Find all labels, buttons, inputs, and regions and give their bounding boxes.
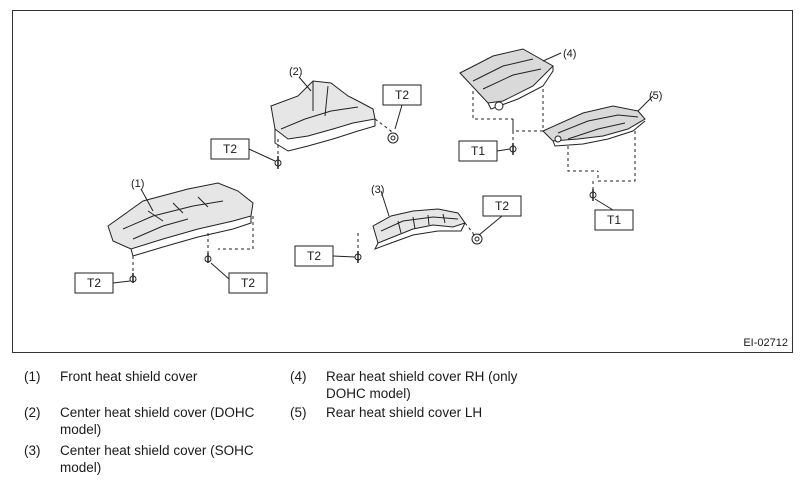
callout-3: (3)	[371, 184, 384, 196]
center-heat-shield-cover-dohc	[270, 80, 399, 169]
legend-text: Rear heat shield cover LH	[326, 405, 483, 420]
legend-number: (4)	[290, 369, 307, 384]
callout-leaders	[140, 52, 654, 217]
torque-boxes	[74, 84, 634, 294]
diagram-frame: (1) (2) (3) (4) (5) T2 T2	[12, 10, 793, 353]
torque-label-t2-sohc-left: T2	[307, 249, 321, 263]
callout-5: (5)	[649, 90, 662, 102]
legend-text: Front heat shield cover	[60, 369, 198, 384]
torque-label-t2-sohc-right: T2	[495, 199, 509, 213]
legend-text: Center heat shield cover (DOHC model)	[60, 405, 255, 437]
legend-item-2: (2) Center heat shield cover (DOHC model…	[24, 404, 284, 440]
legend-number: (3)	[24, 443, 41, 458]
torque-label-t2-center-left: T2	[223, 142, 237, 156]
figure-id: EI-02712	[743, 337, 788, 349]
torque-label-t1-rear-rh: T1	[471, 144, 485, 158]
rear-heat-shield-cover-rh	[459, 48, 554, 155]
legend-item-3: (3) Center heat shield cover (SOHC model…	[24, 442, 284, 478]
front-heat-shield-cover	[107, 182, 254, 283]
legend-text: Center heat shield cover (SOHC model)	[60, 443, 254, 475]
torque-label-t2-front-left: T2	[87, 276, 101, 290]
rear-heat-shield-cover-lh	[542, 105, 646, 201]
torque-label-t2-center-right: T2	[395, 88, 409, 102]
exploded-diagram: (1) (2) (3) (4) (5) T2 T2	[74, 48, 662, 294]
callout-1: (1)	[131, 178, 144, 190]
legend-item-5: (5) Rear heat shield cover LH	[290, 404, 550, 422]
callout-4: (4)	[563, 48, 576, 60]
legend-text: Rear heat shield cover RH (only DOHC mod…	[326, 369, 518, 401]
legend-number: (2)	[24, 405, 41, 420]
center-heat-shield-cover-sohc	[354, 208, 483, 263]
torque-label-t2-front-right: T2	[241, 276, 255, 290]
callout-2: (2)	[289, 66, 302, 78]
legend-number: (1)	[24, 369, 41, 384]
legend-item-4: (4) Rear heat shield cover RH (only DOHC…	[290, 368, 550, 404]
torque-label-t1-rear-lh: T1	[607, 213, 621, 227]
legend-number: (5)	[290, 405, 307, 420]
legend-item-1: (1) Front heat shield cover	[24, 368, 284, 386]
